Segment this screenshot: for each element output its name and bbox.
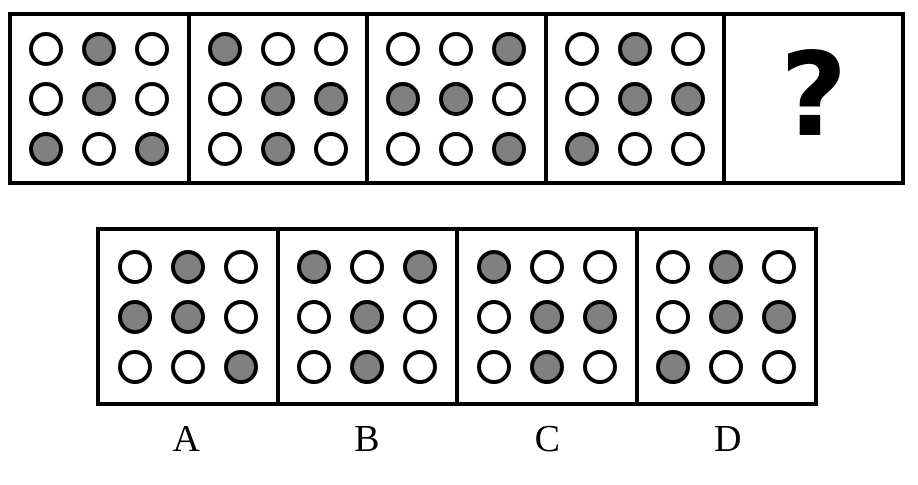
dot-empty bbox=[386, 131, 421, 166]
dot-empty bbox=[671, 31, 706, 66]
dot-empty bbox=[117, 349, 152, 384]
dot-empty bbox=[135, 31, 170, 66]
dot-grid bbox=[20, 24, 179, 174]
dot-filled bbox=[82, 31, 117, 66]
dot-empty bbox=[313, 131, 348, 166]
dot-filled bbox=[117, 299, 152, 334]
dot-empty bbox=[223, 299, 258, 334]
dot-filled bbox=[656, 349, 691, 384]
dot-empty bbox=[656, 249, 691, 284]
dot-empty bbox=[476, 299, 511, 334]
dot-filled bbox=[492, 131, 527, 166]
dot-empty bbox=[618, 131, 653, 166]
dot-empty bbox=[313, 31, 348, 66]
dot-empty bbox=[656, 299, 691, 334]
sequence-panel-2 bbox=[191, 16, 370, 181]
dot-filled bbox=[350, 299, 385, 334]
option-d[interactable] bbox=[639, 231, 815, 402]
dot-empty bbox=[403, 349, 438, 384]
dot-empty bbox=[762, 249, 797, 284]
option-labels: A B C D bbox=[96, 420, 818, 470]
dot-empty bbox=[135, 81, 170, 116]
dot-filled bbox=[260, 131, 295, 166]
sequence-panel-5-unknown: ? bbox=[726, 16, 901, 181]
dot-grid bbox=[377, 24, 536, 174]
dot-empty bbox=[762, 349, 797, 384]
dot-empty bbox=[492, 81, 527, 116]
dot-filled bbox=[618, 31, 653, 66]
dot-empty bbox=[260, 31, 295, 66]
dot-empty bbox=[297, 349, 332, 384]
dot-grid bbox=[108, 242, 267, 392]
dot-filled bbox=[709, 249, 744, 284]
dot-grid bbox=[198, 24, 357, 174]
dot-filled bbox=[439, 81, 474, 116]
dot-filled bbox=[762, 299, 797, 334]
option-c[interactable] bbox=[459, 231, 639, 402]
dot-empty bbox=[82, 131, 117, 166]
dot-grid bbox=[467, 242, 626, 392]
option-label-c: C bbox=[534, 418, 560, 460]
dot-filled bbox=[170, 299, 205, 334]
dot-empty bbox=[439, 31, 474, 66]
option-a[interactable] bbox=[100, 231, 280, 402]
option-label-d: D bbox=[714, 418, 742, 460]
dot-empty bbox=[29, 31, 64, 66]
option-label-b: B bbox=[354, 418, 380, 460]
dot-empty bbox=[29, 81, 64, 116]
dot-grid bbox=[556, 24, 715, 174]
dot-filled bbox=[529, 299, 564, 334]
dot-filled bbox=[671, 81, 706, 116]
dot-empty bbox=[439, 131, 474, 166]
dot-grid bbox=[288, 242, 447, 392]
dot-grid bbox=[647, 242, 806, 392]
dot-empty bbox=[207, 131, 242, 166]
dot-empty bbox=[476, 349, 511, 384]
dot-filled bbox=[29, 131, 64, 166]
dot-empty bbox=[403, 299, 438, 334]
dot-filled bbox=[260, 81, 295, 116]
option-b[interactable] bbox=[280, 231, 459, 402]
option-label-a: A bbox=[172, 418, 200, 460]
dot-empty bbox=[582, 249, 617, 284]
dot-filled bbox=[207, 31, 242, 66]
dot-empty bbox=[671, 131, 706, 166]
dot-empty bbox=[297, 299, 332, 334]
dot-filled bbox=[135, 131, 170, 166]
dot-filled bbox=[565, 131, 600, 166]
dot-filled bbox=[386, 81, 421, 116]
sequence-panel-3 bbox=[369, 16, 548, 181]
question-mark-icon: ? bbox=[780, 27, 848, 163]
dot-empty bbox=[529, 249, 564, 284]
dot-empty bbox=[207, 81, 242, 116]
dot-filled bbox=[492, 31, 527, 66]
sequence-row: ? bbox=[8, 12, 905, 185]
sequence-panel-4 bbox=[548, 16, 727, 181]
dot-empty bbox=[170, 349, 205, 384]
dot-empty bbox=[565, 31, 600, 66]
answer-options-row bbox=[96, 227, 818, 406]
sequence-panel-1 bbox=[12, 16, 191, 181]
dot-filled bbox=[476, 249, 511, 284]
dot-filled bbox=[297, 249, 332, 284]
dot-filled bbox=[223, 349, 258, 384]
dot-filled bbox=[313, 81, 348, 116]
dot-empty bbox=[223, 249, 258, 284]
dot-filled bbox=[582, 299, 617, 334]
dot-filled bbox=[350, 349, 385, 384]
dot-empty bbox=[386, 31, 421, 66]
dot-empty bbox=[565, 81, 600, 116]
dot-filled bbox=[709, 299, 744, 334]
dot-filled bbox=[529, 349, 564, 384]
dot-empty bbox=[117, 249, 152, 284]
dot-filled bbox=[403, 249, 438, 284]
dot-empty bbox=[350, 249, 385, 284]
dot-empty bbox=[709, 349, 744, 384]
dot-filled bbox=[82, 81, 117, 116]
dot-filled bbox=[618, 81, 653, 116]
dot-filled bbox=[170, 249, 205, 284]
dot-empty bbox=[582, 349, 617, 384]
